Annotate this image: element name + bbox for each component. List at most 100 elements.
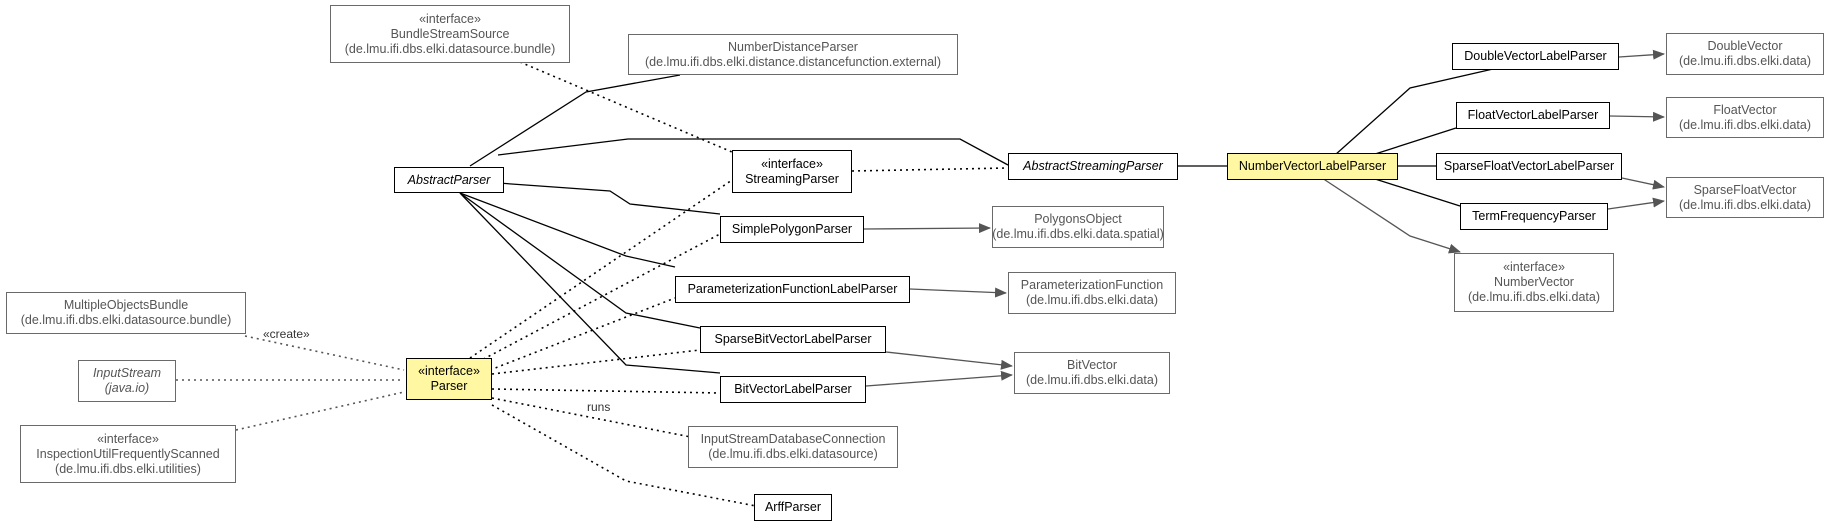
edge-abstractparser-bitvectorlabelparser: [459, 192, 721, 374]
node-termfrequencyparser[interactable]: TermFrequencyParser: [1460, 203, 1608, 230]
node-numbervectorlabelparser[interactable]: NumberVectorLabelParser: [1227, 153, 1398, 180]
edge-abstractparser-parameterizationfunctionlabelparser: [459, 192, 676, 268]
package-name: (de.lmu.ifi.dbs.elki.data.spatial): [992, 227, 1164, 241]
stereotype-label: «interface»: [1503, 260, 1565, 274]
edge-simplepolygonparser-polygonsobject: [863, 223, 991, 234]
edge-parser-simplepolygonparser: [477, 233, 721, 363]
node-numbervector[interactable]: «interface» NumberVector (de.lmu.ifi.dbs…: [1454, 253, 1614, 312]
edge-multipleobjectsbundle-parser: [244, 335, 405, 371]
node-doublevector[interactable]: DoubleVector (de.lmu.ifi.dbs.elki.data): [1666, 33, 1824, 75]
class-name: BitVectorLabelParser: [734, 382, 852, 396]
package-name: (de.lmu.ifi.dbs.elki.datasource.bundle): [20, 313, 232, 327]
node-parameterizationfunctionlabelparser[interactable]: ParameterizationFunctionLabelParser: [675, 276, 910, 303]
edge-abstractparser-sparsebitvectorlabelparser: [459, 192, 701, 329]
class-name: MultipleObjectsBundle: [63, 298, 189, 312]
class-name: NumberDistanceParser: [728, 39, 858, 54]
class-name: DoubleVector: [1707, 39, 1783, 53]
node-floatvector[interactable]: FloatVector (de.lmu.ifi.dbs.elki.data): [1666, 97, 1824, 138]
node-sparsefloatvectorlabelparser[interactable]: SparseFloatVectorLabelParser: [1436, 153, 1622, 180]
package-name: (de.lmu.ifi.dbs.elki.datasource): [708, 447, 878, 461]
package-name: (de.lmu.ifi.dbs.elki.data): [1678, 54, 1811, 68]
class-name: SparseFloatVector: [1693, 182, 1797, 197]
class-name: ParameterizationFunction: [1020, 278, 1164, 292]
class-name: InputStreamDatabaseConnection: [700, 432, 886, 446]
class-name: StreamingParser: [745, 171, 839, 186]
class-name: PolygonsObject: [1034, 212, 1122, 226]
stereotype-label: «interface»: [419, 11, 481, 26]
edge-paramfunclabelparser-parameterizationfunction: [909, 287, 1007, 298]
package-name: (java.io): [104, 381, 150, 395]
class-name: InspectionUtilFrequentlyScanned: [36, 446, 220, 461]
node-abstractstreamingparser[interactable]: AbstractStreamingParser: [1008, 153, 1178, 180]
class-name: SimplePolygonParser: [731, 222, 853, 236]
node-sparsebitvectorlabelparser[interactable]: SparseBitVectorLabelParser: [700, 326, 886, 353]
edge-abstractparser-abstractstreamingparser: [497, 138, 1009, 166]
class-name: FloatVectorLabelParser: [1467, 108, 1599, 122]
runs-edge-label: runs: [587, 400, 611, 414]
edge-numbervectorlabelparser-numbervector: [1321, 177, 1461, 254]
edge-numberdistanceparser-abstractparser: [469, 74, 681, 167]
edge-bundlestreamsource-streamingparser: [519, 61, 733, 153]
edge-termfrequencyparser-sparsefloatvector: [1607, 197, 1665, 210]
node-inputstream[interactable]: InputStream (java.io): [78, 360, 176, 402]
class-name: DoubleVectorLabelParser: [1464, 49, 1607, 63]
class-name: FloatVector: [1713, 102, 1777, 117]
class-name: AbstractStreamingParser: [1023, 159, 1163, 173]
edge-numbervectorlabelparser-floatvectorlabelparser: [1371, 127, 1457, 156]
package-name: (de.lmu.ifi.dbs.elki.distance.distancefu…: [645, 54, 941, 69]
edge-abstractparser-simplepolygonparser: [497, 182, 721, 215]
edge-doublevectorlabelparser-doublevector: [1618, 49, 1665, 60]
node-floatvectorlabelparser[interactable]: FloatVectorLabelParser: [1456, 102, 1610, 129]
node-inputstreamdatabaseconnection[interactable]: InputStreamDatabaseConnection (de.lmu.if…: [688, 426, 898, 468]
class-name: ParameterizationFunctionLabelParser: [687, 282, 898, 296]
class-name: TermFrequencyParser: [1472, 209, 1596, 223]
package-name: (de.lmu.ifi.dbs.elki.data): [1467, 290, 1600, 304]
class-name: SparseFloatVectorLabelParser: [1443, 159, 1615, 173]
node-abstractparser[interactable]: AbstractParser: [394, 167, 504, 193]
edge-streamingparser-abstractstreamingparser: [851, 167, 1009, 172]
node-streamingparser[interactable]: «interface» StreamingParser: [732, 150, 852, 193]
node-arffparser[interactable]: ArffParser: [754, 494, 832, 521]
class-name: InputStream: [92, 366, 162, 380]
class-name: Parser: [430, 379, 468, 393]
edge-floatvectorlabelparser-floatvector: [1609, 111, 1665, 122]
edge-sparsefloatvectorlabelparser-sparsefloatvector: [1621, 177, 1665, 190]
edge-parser-streamingparser: [469, 179, 733, 359]
edge-inspectionutil-parser: [235, 391, 405, 431]
edge-parser-bitvectorlabelparser: [491, 388, 721, 394]
edge-parser-inputstreamdbconnection: [491, 397, 697, 439]
package-name: (de.lmu.ifi.dbs.elki.data): [1678, 117, 1811, 132]
node-inspectionutilfrequentlyscanned[interactable]: «interface» InspectionUtilFrequentlyScan…: [20, 425, 236, 483]
stereotype-label: «interface»: [418, 364, 480, 378]
edge-sparsebitvectorlabelparser-bitvector: [885, 351, 1013, 370]
class-name: BitVector: [1066, 358, 1118, 372]
create-edge-label: «create»: [263, 327, 310, 341]
node-multipleobjectsbundle[interactable]: MultipleObjectsBundle (de.lmu.ifi.dbs.el…: [6, 292, 246, 334]
node-bitvector[interactable]: BitVector (de.lmu.ifi.dbs.elki.data): [1014, 352, 1170, 394]
package-name: (de.lmu.ifi.dbs.elki.datasource.bundle): [344, 41, 556, 56]
node-parser[interactable]: «interface» Parser: [406, 358, 492, 400]
node-parameterizationfunction[interactable]: ParameterizationFunction (de.lmu.ifi.dbs…: [1008, 272, 1176, 314]
package-name: (de.lmu.ifi.dbs.elki.utilities): [55, 461, 201, 476]
package-name: (de.lmu.ifi.dbs.elki.data): [1025, 293, 1158, 307]
edge-numbervectorlabelparser-termfrequencyparser: [1371, 177, 1461, 207]
node-doublevectorlabelparser[interactable]: DoubleVectorLabelParser: [1452, 43, 1619, 70]
package-name: (de.lmu.ifi.dbs.elki.data): [1025, 373, 1158, 387]
class-name: NumberVector: [1494, 275, 1574, 289]
node-simplepolygonparser[interactable]: SimplePolygonParser: [720, 216, 864, 243]
node-polygonsobject[interactable]: PolygonsObject (de.lmu.ifi.dbs.elki.data…: [992, 206, 1164, 248]
stereotype-label: «interface»: [761, 156, 823, 171]
package-name: (de.lmu.ifi.dbs.elki.data): [1678, 197, 1811, 212]
stereotype-label: «interface»: [97, 431, 159, 446]
node-bundlestreamsource[interactable]: «interface» BundleStreamSource (de.lmu.i…: [330, 5, 570, 63]
edge-parser-paramfunclabelparser: [489, 297, 676, 371]
edge-parser-sparsebitvectorlabelparser: [491, 349, 701, 375]
class-name: AbstractParser: [407, 172, 491, 187]
class-name: SparseBitVectorLabelParser: [714, 332, 872, 346]
edge-bitvectorlabelparser-bitvector: [865, 370, 1013, 387]
node-numberdistanceparser[interactable]: NumberDistanceParser (de.lmu.ifi.dbs.elk…: [628, 34, 958, 75]
node-bitvectorlabelparser[interactable]: BitVectorLabelParser: [720, 376, 866, 403]
node-sparsefloatvector[interactable]: SparseFloatVector (de.lmu.ifi.dbs.elki.d…: [1666, 177, 1824, 218]
